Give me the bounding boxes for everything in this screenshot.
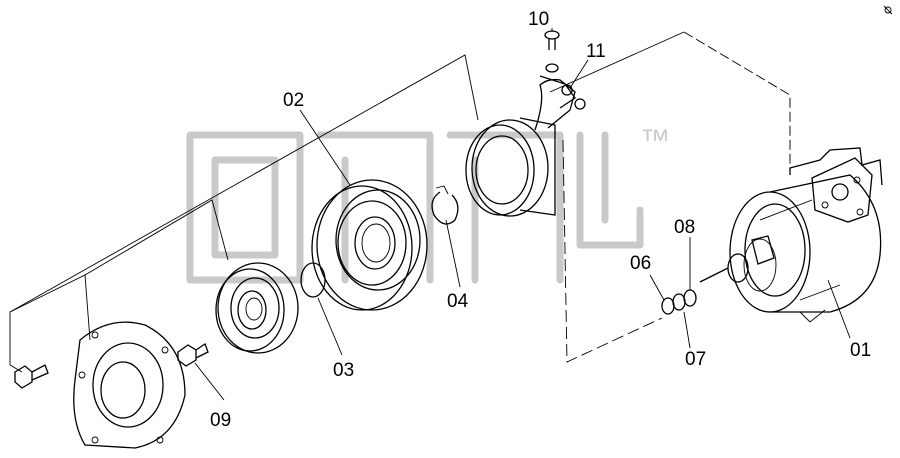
snap-ring bbox=[431, 185, 459, 225]
label-08: 08 bbox=[674, 217, 695, 238]
label-02: 02 bbox=[283, 90, 304, 111]
label-06: 06 bbox=[630, 253, 651, 274]
front-plate bbox=[73, 321, 186, 449]
watermark-trademark: ™ bbox=[640, 124, 670, 157]
assembly-lines bbox=[9, 31, 791, 373]
label-09: 09 bbox=[210, 410, 231, 431]
pressure-plate bbox=[215, 262, 299, 354]
shim-ring bbox=[300, 262, 326, 298]
label-10: 10 bbox=[528, 9, 549, 30]
label-04: 04 bbox=[447, 291, 469, 312]
label-07: 07 bbox=[685, 349, 706, 370]
washers bbox=[661, 289, 697, 315]
corner-mark bbox=[883, 5, 893, 15]
bracket-and-screw bbox=[539, 30, 586, 110]
label-01: 01 bbox=[850, 340, 871, 361]
pulley bbox=[311, 179, 428, 311]
bolts bbox=[14, 343, 209, 389]
part-labels: 01 02 03 04 06 07 08 09 10 11 bbox=[210, 9, 871, 431]
label-leaders bbox=[194, 28, 851, 401]
watermark-logo: ™ bbox=[186, 124, 670, 284]
compressor-body bbox=[699, 147, 883, 323]
label-11: 11 bbox=[586, 41, 606, 62]
field-coil bbox=[465, 78, 576, 217]
label-03: 03 bbox=[333, 360, 354, 381]
